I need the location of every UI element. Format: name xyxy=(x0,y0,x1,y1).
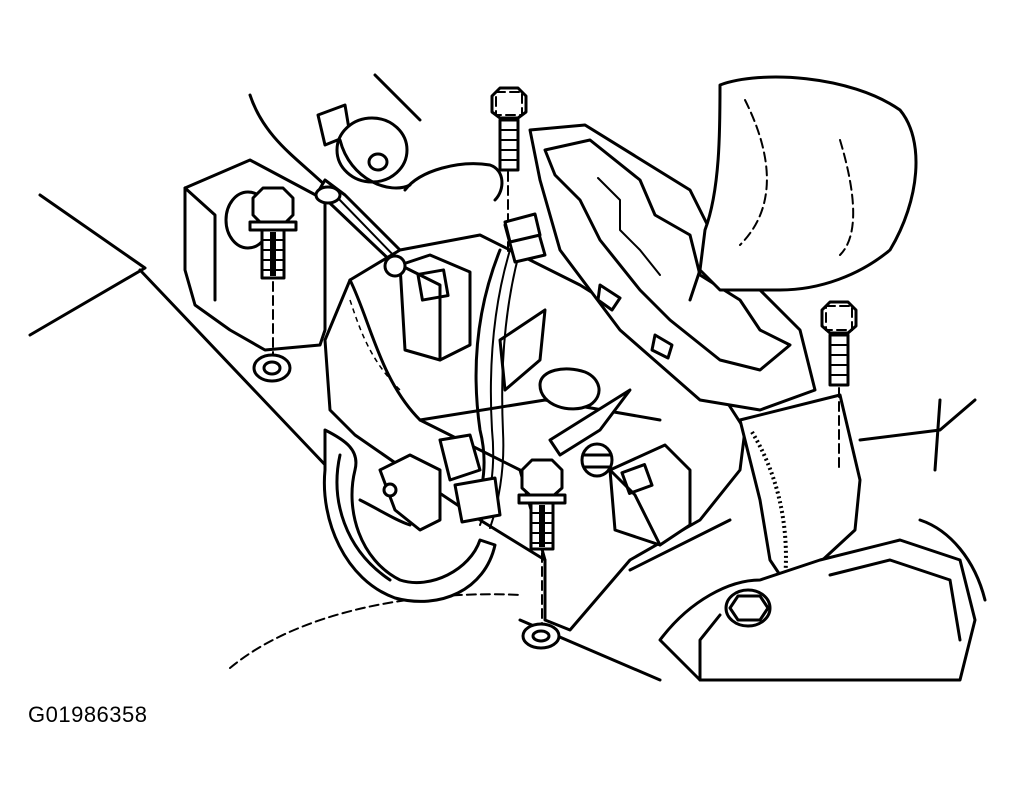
rear-left-bolt-hole xyxy=(252,353,292,383)
park-lock-actuator xyxy=(316,103,412,190)
detent-arc-segment xyxy=(738,393,862,592)
upper-mount-slot xyxy=(503,212,542,244)
left-hose xyxy=(322,428,497,603)
left-mounting-bracket xyxy=(183,158,327,352)
front-center-bolt-hole xyxy=(521,622,561,650)
selector-gate-plate xyxy=(528,123,817,412)
top-center-bolt xyxy=(490,86,528,172)
cable-bracket-tab xyxy=(358,453,442,532)
shift-lever-boot xyxy=(688,75,918,302)
front-center-bolt xyxy=(517,458,567,551)
front-center-block xyxy=(608,443,692,547)
shift-cable xyxy=(314,178,407,267)
figure-code-label: G01986358 xyxy=(28,702,148,727)
housing-seam xyxy=(349,299,401,391)
right-side-bolt xyxy=(820,300,858,387)
lower-right-mount xyxy=(658,538,977,682)
interlock-connector-block xyxy=(383,253,472,362)
rear-left-bolt xyxy=(248,186,298,280)
center-stud-nut xyxy=(580,442,614,478)
